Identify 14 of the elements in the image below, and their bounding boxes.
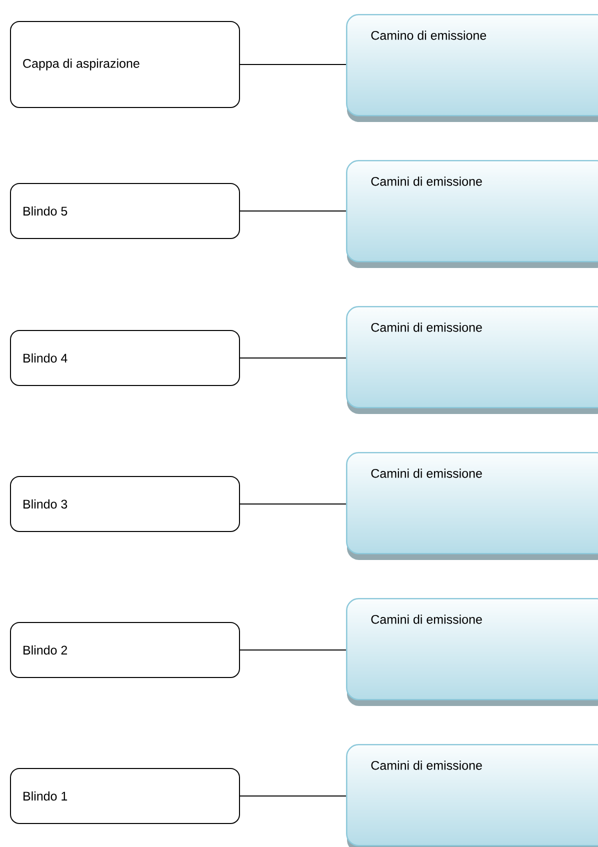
process-box: Blindo 3: [10, 476, 240, 532]
rounded-box: Camini di emissione: [346, 744, 598, 847]
process-box: Cappa di aspirazione: [10, 21, 240, 108]
rounded-box: Camini di emissione: [346, 598, 598, 706]
rounded-box: Camini di emissione: [346, 306, 598, 414]
process-box: Blindo 2: [10, 622, 240, 678]
rounded-box: Camini di emissione: [346, 452, 598, 560]
process-box: Blindo 5: [10, 183, 240, 239]
rounded-box: Camini di emissione: [346, 160, 598, 268]
connector-line: [240, 64, 346, 65]
connector-line: [240, 210, 346, 212]
process-box: Blindo 4: [10, 330, 240, 386]
process-box: Blindo 1: [10, 768, 240, 824]
rounded-box: Camino di emissione: [346, 14, 598, 122]
